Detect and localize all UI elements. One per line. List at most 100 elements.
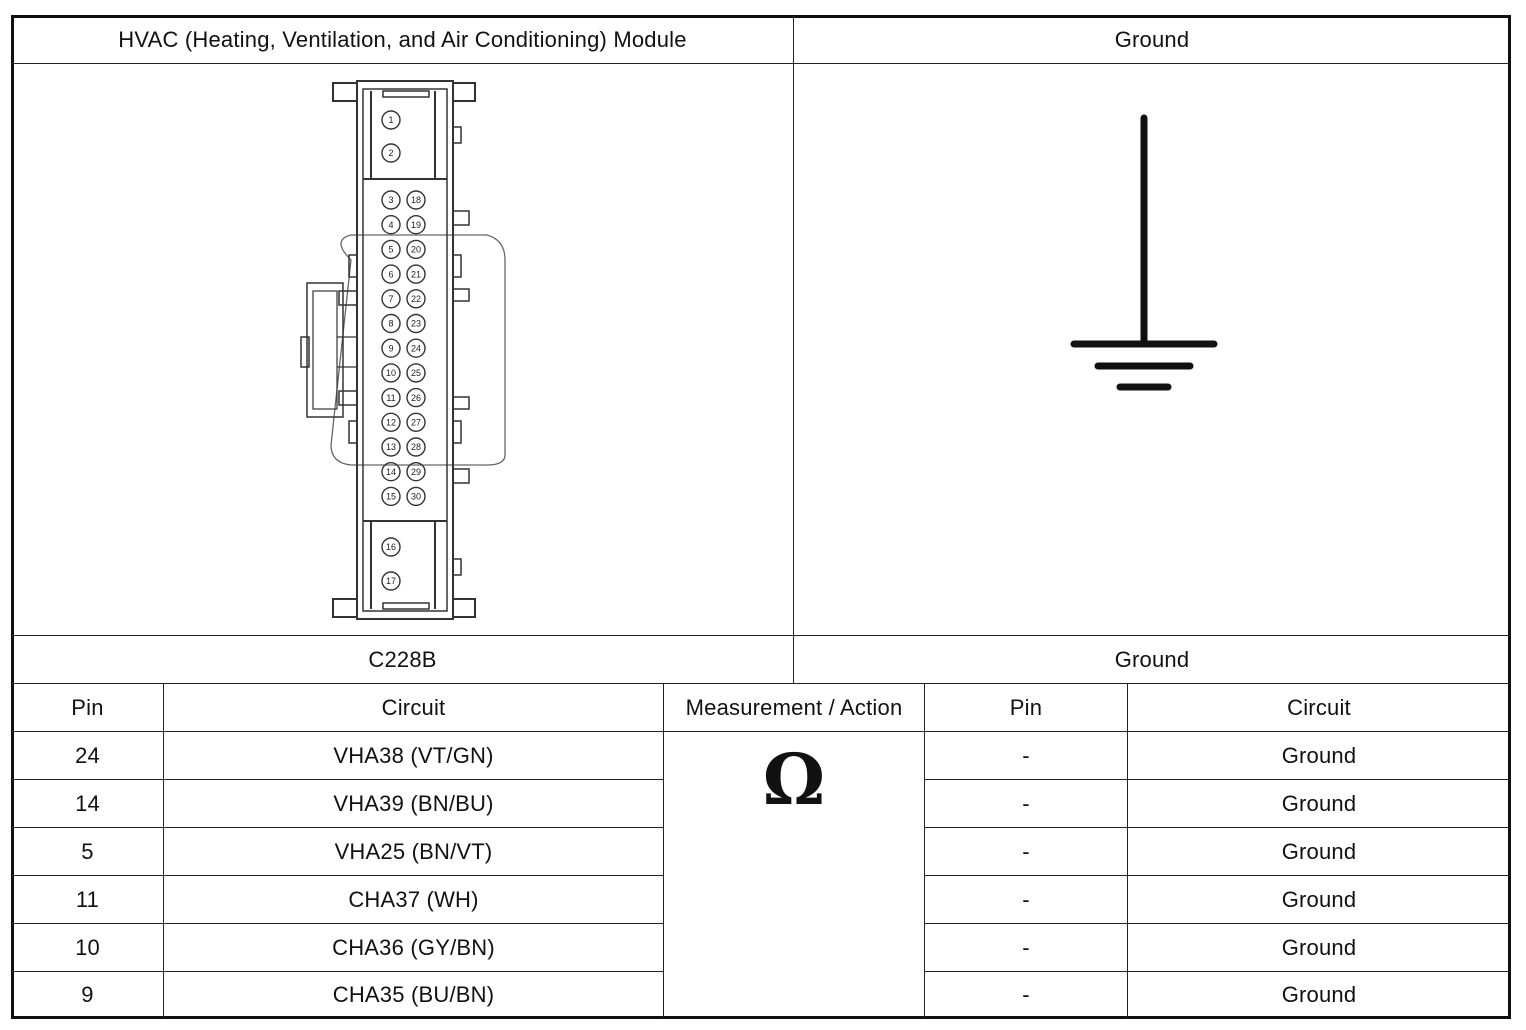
pin-cavity <box>381 437 401 457</box>
row-circuit: VHA25 (BN/VT) <box>334 838 493 864</box>
rule-row-1b <box>924 779 1510 780</box>
row-pin: 11 <box>75 886 100 912</box>
rule-col-4 <box>1127 684 1128 1018</box>
pin-number: 7 <box>388 294 393 304</box>
pin-cavity <box>381 537 401 557</box>
rule-col-2 <box>663 684 664 1018</box>
row-circuit-2: Ground <box>1281 934 1357 960</box>
row-pin: 24 <box>75 742 100 768</box>
pin-number: 27 <box>411 418 421 428</box>
pin-number: 13 <box>386 442 396 452</box>
pin-number: 23 <box>411 319 421 329</box>
pin-number: 6 <box>388 269 393 279</box>
pin-number: 19 <box>411 220 421 230</box>
pin-cavity <box>406 239 426 260</box>
pin-number: 18 <box>411 195 421 205</box>
row-circuit-2: Ground <box>1281 982 1357 1007</box>
row-pin-2: - <box>1022 790 1030 816</box>
row-circuit: VHA39 (BN/BU) <box>333 790 494 816</box>
rule-diagram-bottom <box>12 635 1510 636</box>
row-pin-2: - <box>1022 742 1030 768</box>
row-pin-2: - <box>1022 886 1030 912</box>
pin-number: 12 <box>386 418 396 428</box>
rule-row-4 <box>12 923 664 924</box>
pin-cavity <box>406 289 426 309</box>
pin-number: 10 <box>386 368 396 378</box>
rule-row-3 <box>12 875 664 876</box>
row-pin: 10 <box>75 934 100 960</box>
pin-number: 11 <box>386 393 395 403</box>
rule-middle <box>793 16 794 684</box>
ground-title: Ground <box>1114 26 1190 52</box>
module-title: HVAC (Heating, Ventilation, and Air Cond… <box>118 26 687 52</box>
ground-icon <box>1070 114 1218 391</box>
pin-cavity <box>381 289 401 309</box>
pin-number: 25 <box>411 368 421 378</box>
ground-name: Ground <box>1114 646 1190 672</box>
row-pin-2: - <box>1022 982 1030 1007</box>
pin-cavity <box>406 264 426 284</box>
rule-col-headers <box>12 731 1510 732</box>
rule-col-1 <box>163 684 164 1018</box>
row-circuit-2: Ground <box>1281 742 1357 768</box>
pin-cavity <box>381 143 401 163</box>
pin-cavity <box>406 486 426 507</box>
pin-cavity <box>381 313 401 334</box>
row-pin: 5 <box>81 838 94 864</box>
row-pin: 9 <box>81 982 94 1007</box>
pin-number: 9 <box>388 343 393 353</box>
pin-number: 30 <box>411 492 421 502</box>
pin-cavity <box>381 239 401 260</box>
pin-number: 1 <box>388 115 393 125</box>
pin-number: 16 <box>386 542 396 552</box>
pin-cavity <box>406 462 426 482</box>
pin-cavity <box>381 363 401 383</box>
pin-cavity <box>406 313 426 334</box>
pin-number: 21 <box>411 269 421 279</box>
pin-number: 26 <box>411 393 421 403</box>
rule-header <box>12 63 1510 64</box>
pin-number: 5 <box>388 245 393 255</box>
pin-number: 17 <box>386 576 396 586</box>
pin-number: 29 <box>411 467 421 477</box>
rule-row-5 <box>12 971 664 972</box>
col-header-pin: Pin <box>71 694 104 720</box>
pin-number: 22 <box>411 294 421 304</box>
pin-number: 2 <box>388 148 393 158</box>
col-header-measurement: Measurement / Action <box>685 694 903 720</box>
row-circuit: VHA38 (VT/GN) <box>333 742 494 768</box>
row-circuit: CHA36 (GY/BN) <box>332 934 495 960</box>
table-frame <box>11 15 1511 1019</box>
row-circuit-2: Ground <box>1281 838 1357 864</box>
pin-cavity <box>406 338 426 358</box>
col-header-pin-2: Pin <box>1009 694 1043 720</box>
row-pin-2: - <box>1022 934 1030 960</box>
pin-cavity <box>381 338 401 358</box>
pin-cavity <box>406 190 426 210</box>
connector-name: C228B <box>368 646 437 672</box>
pin-number: 3 <box>388 195 393 205</box>
row-pin: 14 <box>75 790 100 816</box>
pin-cavity <box>381 571 401 591</box>
rule-row-2b <box>924 827 1510 828</box>
connector-face-diagram: 1234567891011121314151617181920212223242… <box>300 80 506 620</box>
row-circuit-2: Ground <box>1281 886 1357 912</box>
pin-cavity <box>381 190 401 210</box>
row-circuit: CHA35 (BU/BN) <box>332 982 495 1007</box>
pin-number: 4 <box>388 220 393 230</box>
pin-number: 28 <box>411 442 421 452</box>
rule-row-2 <box>12 827 664 828</box>
row-circuit: CHA37 (WH) <box>348 886 479 912</box>
pin-cavity <box>406 412 426 432</box>
rule-col-3 <box>924 684 925 1018</box>
pin-cavity <box>381 110 401 130</box>
col-header-circuit-2: Circuit <box>1287 694 1351 720</box>
pin-cavity <box>406 387 426 408</box>
rule-row-3b <box>924 875 1510 876</box>
pin-number: 20 <box>411 245 421 255</box>
pin-cavity <box>406 363 426 383</box>
rule-row-1 <box>12 779 664 780</box>
pin-cavity <box>381 264 401 284</box>
pin-cavity <box>381 462 401 482</box>
row-pin-2: - <box>1022 838 1030 864</box>
